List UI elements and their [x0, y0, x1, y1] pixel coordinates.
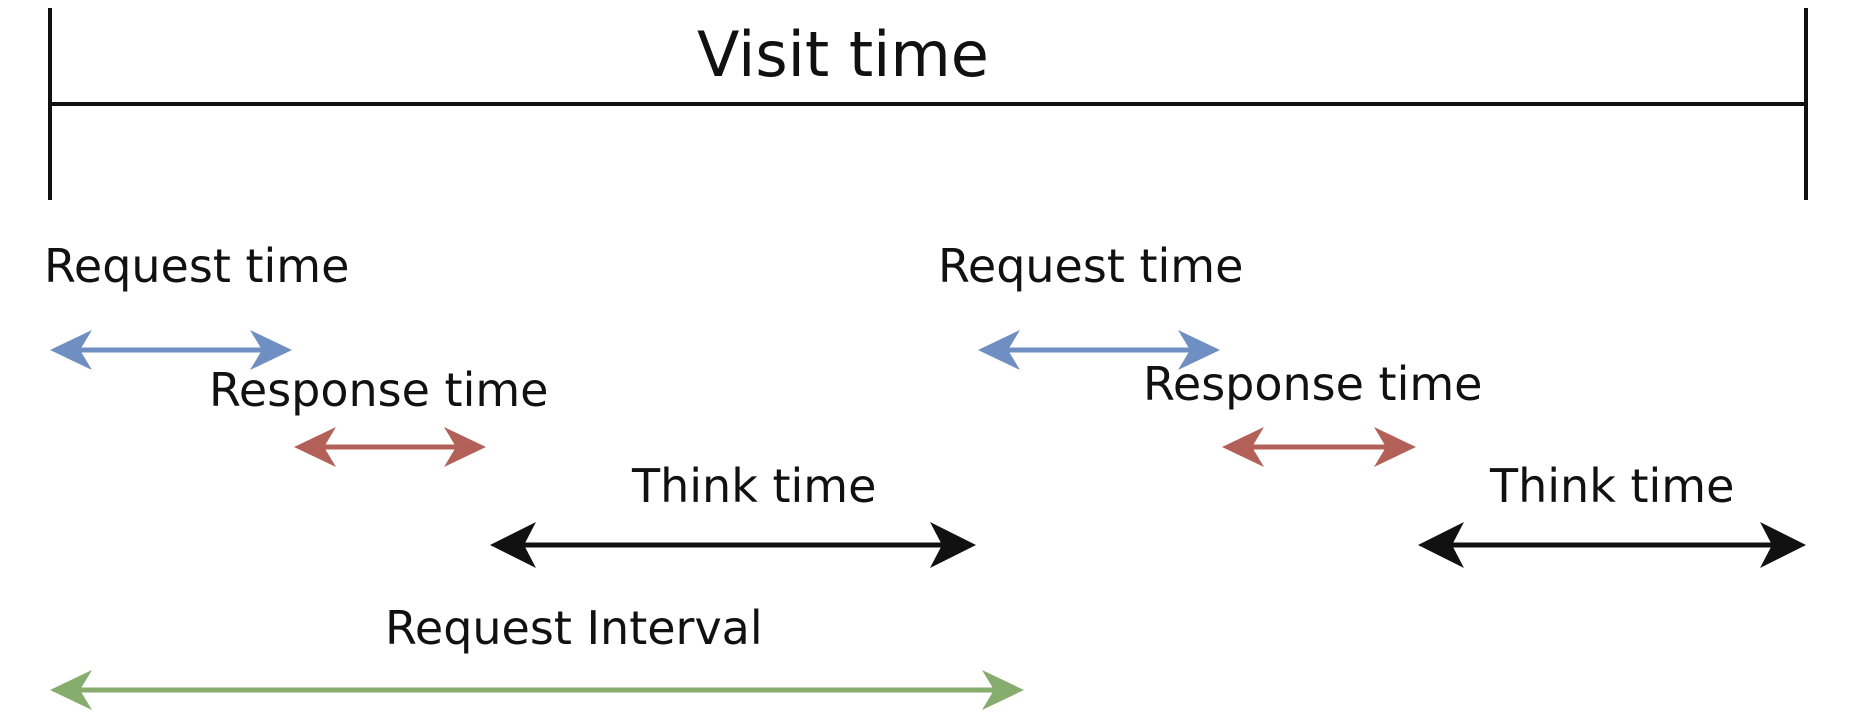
response-time-arrow-1-left-head	[294, 427, 336, 467]
think-time-arrow-2-left-head	[1418, 522, 1464, 568]
request-interval-label: Request Interval	[385, 601, 763, 655]
response-time-arrow-1-right-head	[444, 427, 486, 467]
request-time-arrow-1-left-head	[50, 330, 92, 370]
think-time-label-1: Think time	[631, 459, 876, 513]
request-time-arrow-2	[978, 330, 1220, 370]
response-time-arrow-2-left-head	[1222, 427, 1264, 467]
response-time-label-1: Response time	[209, 363, 548, 417]
request-time-arrow-2-right-head	[1178, 330, 1220, 370]
visit-time-title: Visit time	[697, 18, 989, 91]
response-time-arrow-1	[294, 427, 486, 467]
visit-time-bracket	[48, 8, 1808, 200]
request-interval-arrow	[50, 670, 1024, 710]
request-time-arrow-1	[50, 330, 292, 370]
request-interval-arrow-left-head	[50, 670, 92, 710]
request-time-arrow-1-right-head	[250, 330, 292, 370]
response-time-label-2: Response time	[1143, 357, 1482, 411]
think-time-arrow-2	[1418, 522, 1806, 568]
think-time-arrow-1-left-head	[490, 522, 536, 568]
think-time-arrow-2-right-head	[1760, 522, 1806, 568]
request-time-label-1: Request time	[44, 239, 349, 293]
request-time-arrow-2-left-head	[978, 330, 1020, 370]
think-time-label-2: Think time	[1489, 459, 1734, 513]
think-time-arrow-1-right-head	[930, 522, 976, 568]
think-time-arrow-1	[490, 522, 976, 568]
response-time-arrow-2-right-head	[1374, 427, 1416, 467]
response-time-arrow-2	[1222, 427, 1416, 467]
request-interval-arrow-right-head	[982, 670, 1024, 710]
request-time-label-2: Request time	[938, 239, 1243, 293]
